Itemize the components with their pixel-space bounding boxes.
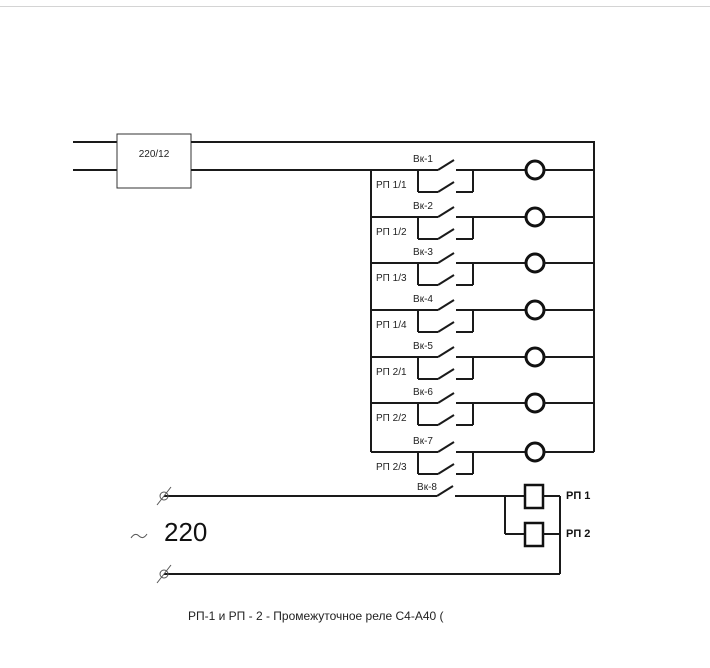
switch-label: Вк-2 xyxy=(413,201,433,212)
switch-label: Вк-3 xyxy=(413,247,433,258)
circuit-row: Вк-4 РП 1/4 xyxy=(371,294,594,333)
ac-symbol-icon xyxy=(130,533,148,539)
switch-label: Вк-1 xyxy=(413,154,433,165)
switch-blade xyxy=(437,252,455,264)
circuit-row: Вк-6 РП 2/2 xyxy=(371,387,594,426)
relay-contact-label: РП 1/4 xyxy=(376,320,407,331)
relay-contact-blade xyxy=(437,321,455,333)
switch-blade xyxy=(437,441,455,453)
lamp-icon xyxy=(524,346,546,368)
switch-label: Вк-7 xyxy=(413,436,433,447)
lamp-icon xyxy=(524,441,546,463)
relay-coil-1 xyxy=(523,483,545,510)
relay-contact-blade xyxy=(437,414,455,426)
switch-label: Вк-4 xyxy=(413,294,433,305)
switch-label-vk8: Вк-8 xyxy=(417,482,437,493)
relay-contact-label: РП 2/2 xyxy=(376,413,407,424)
lamp-icon xyxy=(524,299,546,321)
switch-blade xyxy=(437,206,455,218)
caption: РП-1 и РП - 2 - Промежуточное реле С4-А4… xyxy=(188,609,444,623)
relay-coil-2 xyxy=(523,521,545,548)
lamp-icon xyxy=(524,206,546,228)
top-divider xyxy=(0,6,710,7)
switch-blade xyxy=(437,346,455,358)
switch-label: Вк-5 xyxy=(413,341,433,352)
circuit-row: Вк-1 РП 1/1 xyxy=(376,154,594,193)
relay-contact-label: РП 1/1 xyxy=(376,180,407,191)
relay-contact-blade xyxy=(437,228,455,240)
relay-contact-blade xyxy=(437,181,455,193)
relay-contact-blade xyxy=(437,274,455,286)
supply-voltage: 220 xyxy=(164,517,207,547)
relay-contact-label: РП 2/3 xyxy=(376,462,407,473)
switch-blade-vk8 xyxy=(436,485,454,497)
switch-blade xyxy=(437,392,455,404)
relay-contact-blade xyxy=(437,463,455,475)
transformer-label: 220/12 xyxy=(139,149,170,160)
lamp-icon xyxy=(524,252,546,274)
switch-blade xyxy=(437,159,455,171)
transformer-box xyxy=(116,133,192,189)
circuit-row: Вк-3 РП 1/3 xyxy=(371,247,594,286)
switch-label: Вк-6 xyxy=(413,387,433,398)
circuit-row: Вк-5 РП 2/1 xyxy=(371,341,594,380)
switch-blade xyxy=(437,299,455,311)
relay-contact-label: РП 1/2 xyxy=(376,227,407,238)
lamp-icon xyxy=(524,392,546,414)
relay-contact-blade xyxy=(437,368,455,380)
terminal-bottom-icon xyxy=(156,564,172,584)
relay-label-1: РП 1 xyxy=(566,490,590,502)
terminal-top-icon xyxy=(156,486,172,506)
circuit-row: Вк-7 РП 2/3 xyxy=(371,436,594,475)
lamp-icon xyxy=(524,159,546,181)
relay-label-2: РП 2 xyxy=(566,528,590,540)
relay-contact-label: РП 2/1 xyxy=(376,367,407,378)
relay-contact-label: РП 1/3 xyxy=(376,273,407,284)
circuit-row: Вк-2 РП 1/2 xyxy=(371,201,594,240)
